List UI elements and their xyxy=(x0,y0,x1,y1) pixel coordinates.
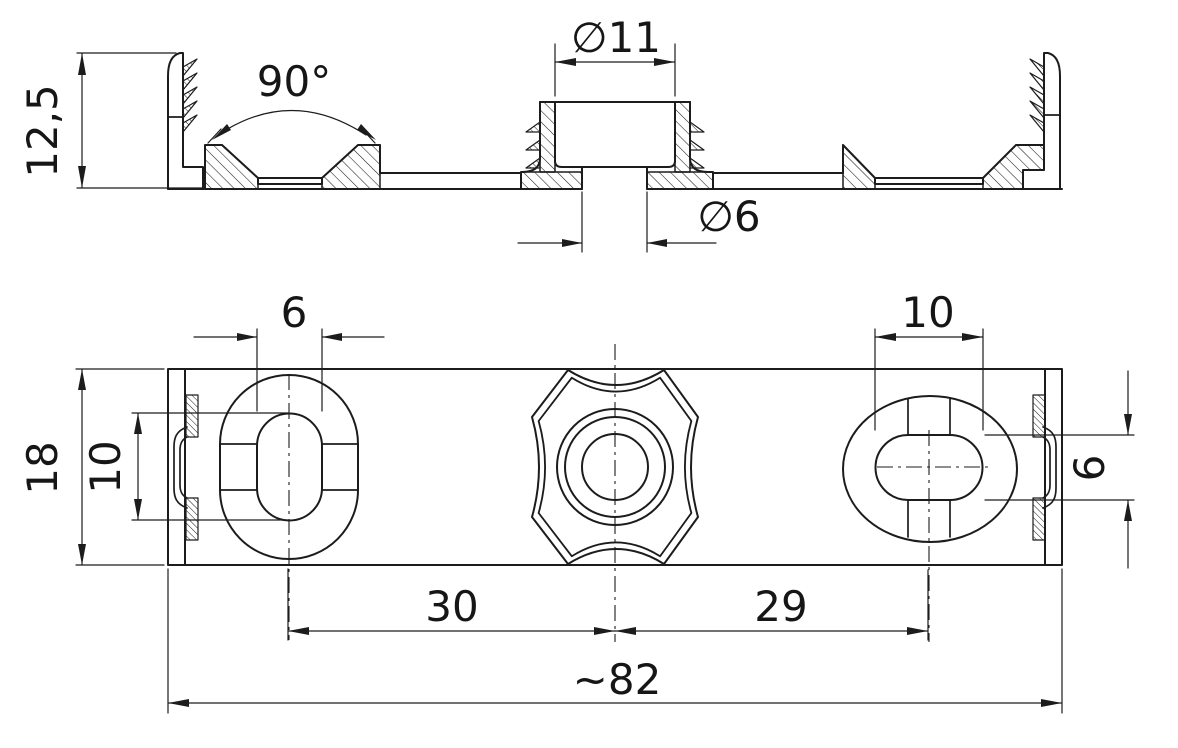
right-snap-hook xyxy=(1022,52,1061,190)
left-snap-hook xyxy=(167,52,204,190)
dim-body-width: 18 xyxy=(18,368,165,566)
dim-countersink-angle-label: 90° xyxy=(257,57,331,106)
dim-center-hole: ∅6 xyxy=(517,191,761,253)
dim-boss-bore-label: ∅11 xyxy=(571,13,661,62)
left-mount-boss xyxy=(219,374,359,640)
left-hook-barb-icon xyxy=(182,86,198,105)
right-hook-barb-icon xyxy=(1029,100,1045,119)
left-hook-barb-icon xyxy=(182,114,198,133)
center-knob xyxy=(531,344,699,642)
right-hook-barb-icon xyxy=(1029,58,1045,77)
boss-barb-icon xyxy=(525,121,541,133)
right-ring xyxy=(842,395,1018,543)
left-clip-plan xyxy=(173,394,199,541)
center-boss xyxy=(520,101,714,190)
base-plate xyxy=(167,172,1063,190)
dim-left-hole-spacing: 30 xyxy=(287,568,616,641)
right-hook-barb-icon xyxy=(1029,72,1045,91)
dim-right-slot-height: 6 xyxy=(984,370,1135,569)
boss-barb-icon xyxy=(689,157,705,169)
left-slot xyxy=(256,412,323,522)
dim-overall-height-label: 12,5 xyxy=(18,84,67,178)
dim-left-slot-height-label: 10 xyxy=(81,440,130,493)
left-hook-barb-icon xyxy=(182,58,198,77)
dim-left-slot-width: 6 xyxy=(193,288,385,412)
part-outline-plan xyxy=(167,368,1063,566)
boss-barb-icon xyxy=(525,139,541,151)
boss-barb-icon xyxy=(525,157,541,169)
dim-right-slot-height-label: 6 xyxy=(1065,455,1114,482)
dim-overall-height: 12,5 xyxy=(18,52,203,189)
dim-right-slot-width: 10 xyxy=(874,288,984,431)
right-clip-plan xyxy=(1032,394,1057,541)
dim-right-slot-width-label: 10 xyxy=(901,288,954,337)
left-hook-barb-icon xyxy=(182,100,198,119)
dim-left-slot-width-label: 6 xyxy=(281,288,308,337)
plan-view: 6 10 18 10 6 xyxy=(18,288,1135,714)
right-hook-barb-icon xyxy=(1029,86,1045,105)
left-ring xyxy=(219,374,359,560)
dim-right-hole-spacing-label: 29 xyxy=(754,582,807,631)
boss-barb-icon xyxy=(689,121,705,133)
dim-countersink-angle: 90° xyxy=(207,57,376,144)
dim-overall-length: ~82 xyxy=(167,568,1063,714)
right-countersink xyxy=(842,144,1045,190)
left-countersink xyxy=(204,144,381,190)
dim-left-hole-spacing-label: 30 xyxy=(425,582,478,631)
dim-overall-length-label: ~82 xyxy=(573,655,662,704)
right-mount-boss xyxy=(842,395,1018,642)
section-view: 12,5 90° ∅11 ∅6 xyxy=(18,13,1063,253)
dim-center-hole-label: ∅6 xyxy=(697,192,760,241)
dim-body-width-label: 18 xyxy=(18,441,67,494)
right-hook-barb-icon xyxy=(1029,114,1045,133)
dim-boss-bore: ∅11 xyxy=(554,13,676,97)
left-hook-barb-icon xyxy=(182,72,198,91)
dim-right-hole-spacing: 29 xyxy=(614,569,929,641)
dim-left-slot-height: 10 xyxy=(81,412,289,521)
boss-barb-icon xyxy=(689,139,705,151)
